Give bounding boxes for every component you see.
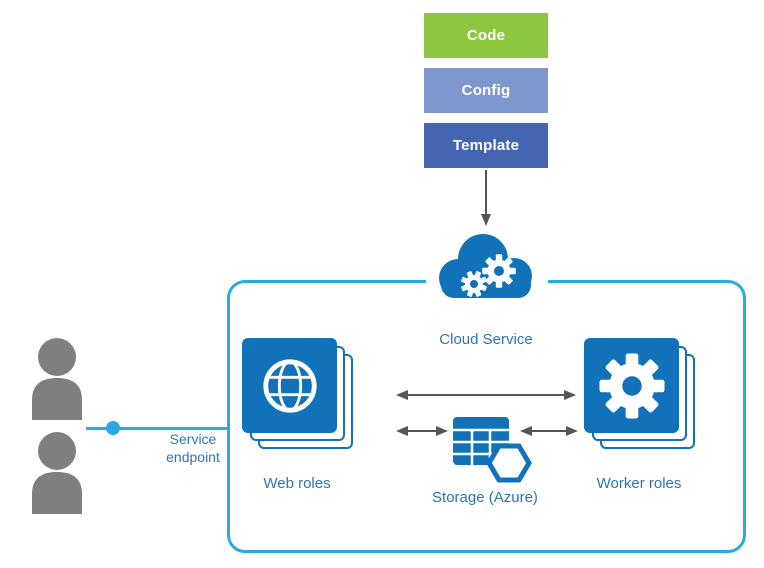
web-roles-front-card xyxy=(242,338,337,433)
web-storage-arrow xyxy=(396,426,448,436)
worker-roles-front-card xyxy=(584,338,679,433)
user-icon xyxy=(32,432,82,514)
cloud-gear-small-icon xyxy=(460,270,488,298)
config-box-label: Config xyxy=(461,82,511,99)
cloud-gear-large-icon xyxy=(482,254,516,288)
code-box: Code xyxy=(424,13,548,58)
web-roles-icon xyxy=(242,338,354,450)
gear-icon xyxy=(598,352,665,419)
code-box-label: Code xyxy=(466,27,506,44)
service-endpoint-label: Service endpoint xyxy=(166,431,220,465)
cloud-service-icon xyxy=(426,226,548,310)
config-box: Config xyxy=(424,68,548,113)
hexagon-icon xyxy=(486,443,532,483)
service-endpoint-line xyxy=(86,427,228,430)
storage-label: Storage (Azure) xyxy=(432,489,538,506)
web-worker-arrow xyxy=(396,390,576,400)
worker-roles-icon xyxy=(584,338,696,450)
template-box-label: Template xyxy=(452,137,520,154)
worker-roles-label: Worker roles xyxy=(596,475,682,492)
web-roles-label: Web roles xyxy=(263,475,331,492)
user-icon xyxy=(32,338,82,420)
cloud-service-label: Cloud Service xyxy=(439,331,533,348)
storage-worker-arrow xyxy=(520,426,578,436)
service-endpoint-dot xyxy=(106,421,120,435)
template-box: Template xyxy=(424,123,548,168)
globe-icon xyxy=(262,358,317,413)
package-to-cloud-arrow xyxy=(481,170,491,226)
